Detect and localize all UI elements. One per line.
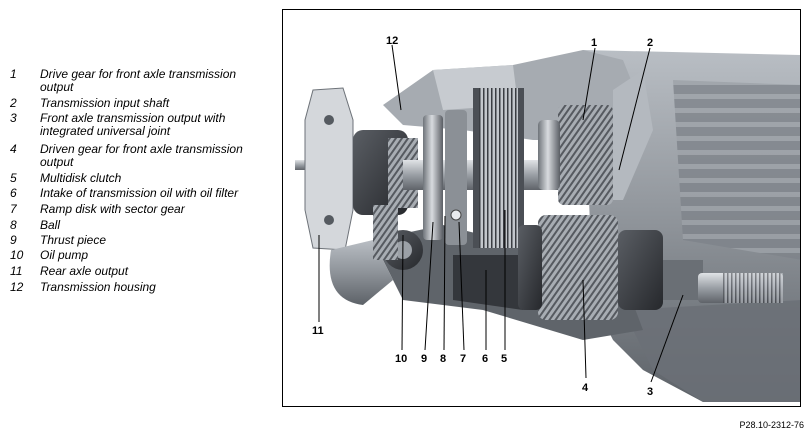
legend-number: 1 [10,67,17,81]
ball [450,209,462,221]
clutch-basket-right [518,88,524,248]
clutch-basket-left [473,88,479,248]
legend-number: 3 [10,111,17,125]
driven-gear-bearing-left [518,225,542,310]
input-shaft-housing-cap [613,70,653,200]
legend-description: Ball [40,218,61,232]
callout-2: 2 [647,37,653,49]
callout-9: 9 [421,353,427,365]
front-drive-gear [558,105,613,205]
front-driven-gear [538,215,618,320]
callout-7: 7 [460,353,466,365]
flange-bolt-hole [324,115,334,125]
callout-11: 11 [312,325,324,337]
housing-lower-section [623,300,800,402]
front-output-splines [723,273,783,303]
legend-number: 7 [10,202,17,216]
rear-axle-output-flange [304,87,354,251]
legend-description: Intake of transmission oil with oil filt… [40,186,239,200]
callout-3: 3 [647,386,653,398]
legend-description: Oil pump [40,248,89,262]
legend-description: Transmission input shaft [40,96,170,110]
legend-number: 6 [10,186,17,200]
legend-number: 4 [10,142,17,156]
front-output-joint [663,260,703,300]
legend-description: Thrust piece [40,233,107,247]
legend-description: Multidisk clutch [40,171,122,185]
legend-number: 11 [10,264,23,278]
legend-number: 10 [10,248,24,262]
legend-number: 5 [10,171,17,185]
callout-5: 5 [501,353,507,365]
legend-number: 2 [10,96,17,110]
callout-6: 6 [482,353,488,365]
figure-reference-code: P28.10-2312-76 [739,420,804,430]
legend-description: Transmission housing [40,280,156,294]
callout-4: 4 [582,382,589,394]
multidisk-clutch [478,88,518,248]
driven-gear-bearing-right [618,230,663,310]
callout-leader-lines [318,44,684,383]
legend-number: 8 [10,218,17,232]
legend-description: Rear axle output [40,264,129,278]
thrust-piece [423,115,443,240]
oil-pump-gear [373,205,398,260]
ramp-disk [445,110,467,245]
callout-8: 8 [440,353,446,365]
drive-gear-bearing [538,120,560,190]
transfer-case-figure: 12 1 2 3 4 5 6 7 8 9 10 11 [282,9,801,407]
housing-ribs [673,80,800,260]
legend-number: 12 [10,280,24,294]
flange-bolt-hole [324,215,334,225]
callout-12: 12 [386,35,398,47]
transfer-case-cutaway-illustration: 12 1 2 3 4 5 6 7 8 9 10 11 [295,35,800,402]
callout-1: 1 [591,37,597,49]
callout-10: 10 [395,353,407,365]
legend-description: Ramp disk with sector gear [40,202,185,216]
legend-number: 9 [10,233,17,247]
